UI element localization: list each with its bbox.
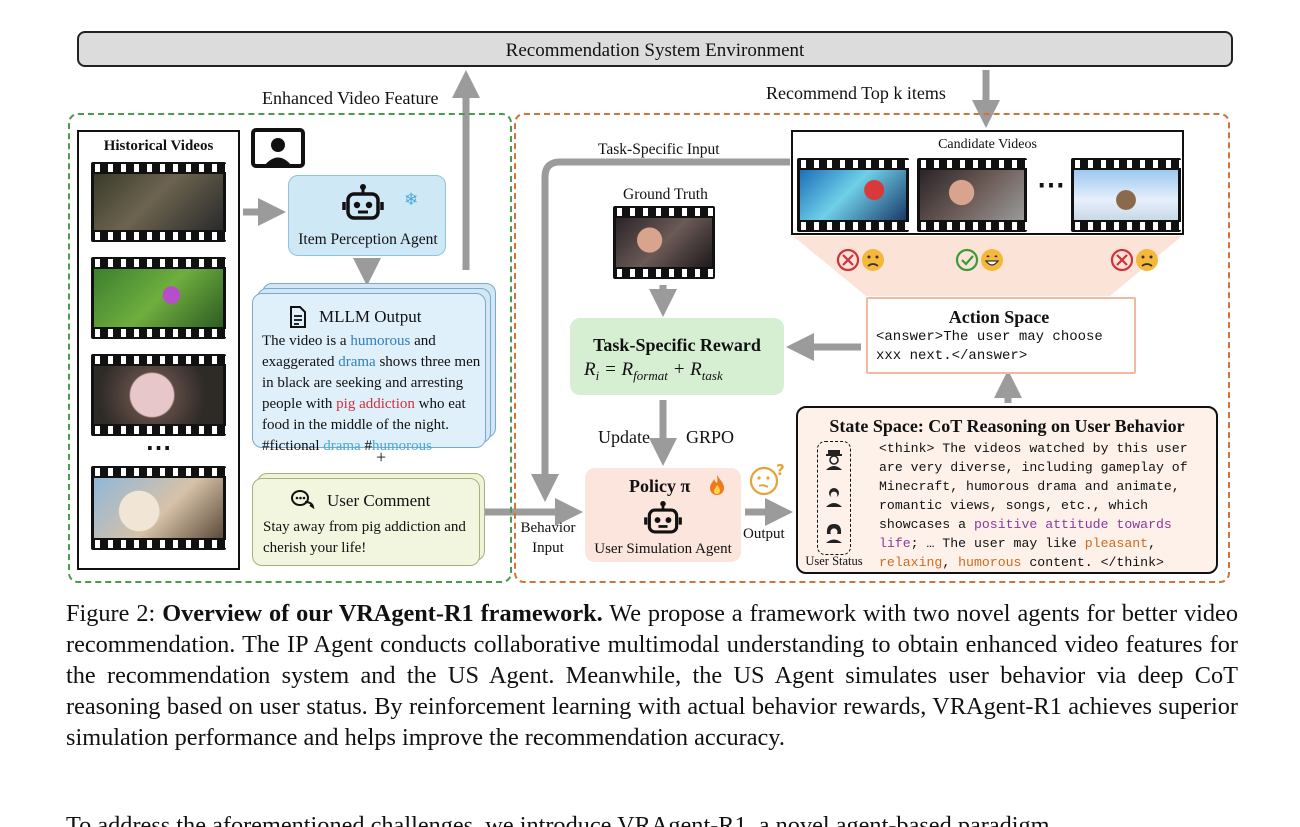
figure-caption: Figure 2: Overview of our VRAgent-R1 fra… — [66, 598, 1238, 753]
user-comment-text: Stay away from pig addiction and cherish… — [263, 519, 466, 556]
caption-text: We propose a framework with two novel ag… — [66, 600, 1238, 751]
fire-icon — [710, 475, 724, 495]
environment-bar: Recommendation System Environment — [77, 31, 1233, 67]
ground-truth-video — [613, 206, 715, 279]
user-comment-card: User Comment Stay away from pig addictio… — [252, 478, 480, 566]
user-avatar-icon — [826, 488, 842, 507]
enhanced-feature-label: Enhanced Video Feature — [262, 88, 439, 108]
history-video-3 — [91, 354, 226, 436]
candidate-video-3 — [1071, 158, 1181, 232]
action-title: Action Space — [948, 307, 1050, 327]
robot-icon — [644, 501, 682, 534]
monitor-user-icon — [251, 128, 305, 168]
next-paragraph-clip: To address the aforementioned challenges… — [66, 810, 1238, 827]
recommend-label: Recommend Top k items — [766, 83, 946, 103]
reject-icon-1 — [836, 248, 884, 272]
output-label: Output — [743, 526, 785, 542]
history-video-4 — [91, 466, 226, 550]
policy-title: Policy π — [629, 476, 691, 496]
user-comment-title: User Comment — [327, 491, 431, 510]
historical-videos-title: Historical Videos — [103, 138, 214, 154]
grpo-label: GRPO — [686, 427, 735, 447]
reject-icon-2 — [1110, 248, 1158, 272]
arrow-task-input — [531, 158, 790, 502]
mllm-title: MLLM Output — [319, 307, 422, 326]
user-status-box — [817, 441, 851, 555]
reward-title: Task-Specific Reward — [593, 335, 761, 355]
reward-formula: Ri = Rformat + Rtask — [584, 359, 723, 383]
thinking-face-icon: ? — [749, 462, 785, 496]
mllm-text: The video is a humorous and exaggerated … — [262, 333, 481, 454]
item-agent-label: Item Perception Agent — [298, 231, 438, 248]
robot-icon — [342, 184, 384, 220]
caption-bold: Overview of our VRAgent-R1 framework. — [162, 600, 603, 627]
mllm-output-card: MLLM Output The video is a humorous and … — [252, 293, 486, 454]
item-perception-group — [68, 113, 512, 583]
document-icon — [290, 306, 306, 328]
state-text: <think> The videos watched by this user … — [879, 441, 1188, 570]
next-paragraph-line: To address the aforementioned challenges… — [66, 812, 1050, 827]
task-specific-reward: Task-Specific Reward Ri = Rformat + Rtas… — [570, 318, 784, 395]
user-status-label: User Status — [805, 554, 863, 568]
accept-icon — [955, 248, 1003, 272]
history-video-2 — [91, 257, 226, 339]
candidate-video-2 — [917, 158, 1027, 232]
svg-text:?: ? — [776, 462, 785, 479]
candidate-video-1 — [797, 158, 909, 232]
candidate-ellipsis: ⋯ — [1037, 170, 1065, 201]
update-label: Update — [598, 427, 650, 447]
candidate-title: Candidate Videos — [938, 137, 1037, 152]
history-ellipsis: ⋯ — [145, 433, 172, 462]
policy-box: Policy π User Simulation Agent — [585, 468, 741, 562]
candidate-videos: Candidate Videos ⋯ — [791, 130, 1184, 235]
user-avatar-icon — [826, 524, 842, 543]
task-input-label: Task-Specific Input — [598, 141, 720, 158]
history-video-1 — [91, 162, 226, 242]
item-perception-agent: ❄ Item Perception Agent — [288, 175, 446, 256]
policy-subtitle: User Simulation Agent — [594, 541, 732, 557]
plus-sign: + — [376, 447, 387, 467]
caption-label: Figure 2: — [66, 600, 163, 627]
user-simulation-group — [514, 113, 1230, 583]
state-space: State Space: CoT Reasoning on User Behav… — [796, 406, 1218, 574]
user-avatar-icon — [826, 450, 842, 470]
historical-videos: Historical Videos ⋯ — [77, 130, 240, 570]
chat-bubble-icon — [291, 490, 315, 510]
snowflake-icon: ❄ — [404, 190, 419, 209]
ground-truth-label: Ground Truth — [623, 186, 708, 203]
state-title: State Space: CoT Reasoning on User Behav… — [829, 416, 1185, 436]
action-space: Action Space <answer>The user may choose… — [866, 297, 1136, 374]
